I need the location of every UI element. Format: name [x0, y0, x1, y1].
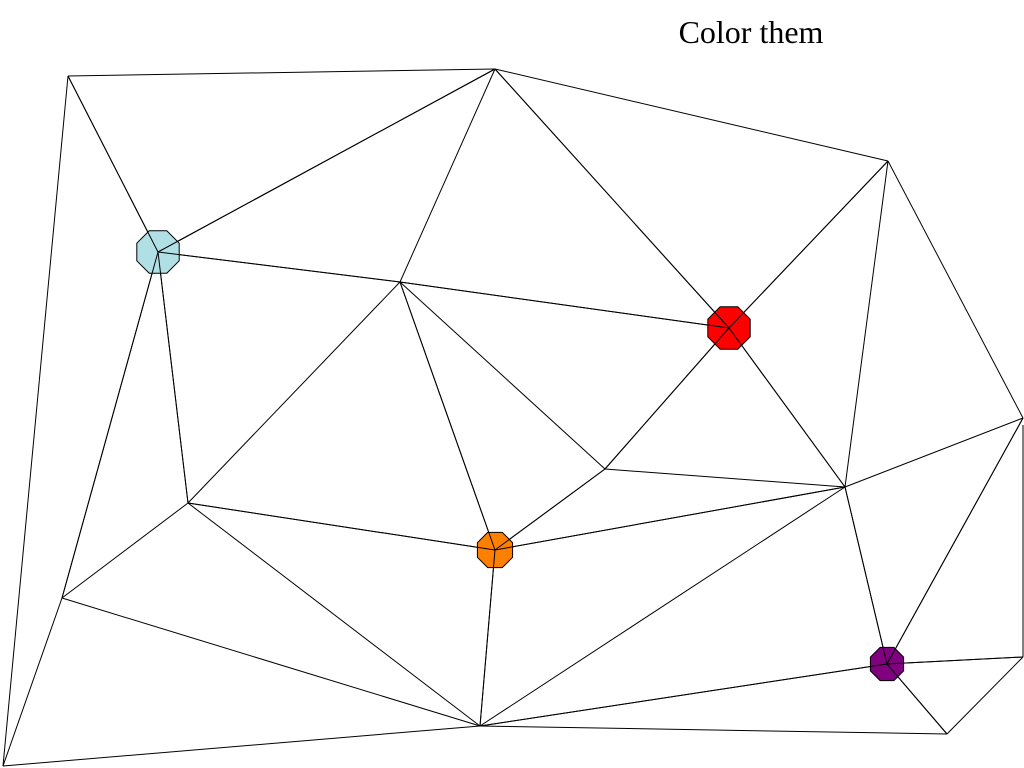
edge-overlay-H-K — [494, 468, 606, 551]
edge-N-O — [479, 725, 948, 735]
edge-L-N — [61, 597, 481, 727]
edge-overlay-K-N — [479, 549, 496, 727]
edge-J-N — [187, 502, 481, 727]
edge-overlay-F-I — [728, 327, 846, 488]
graph-vertices — [61, 68, 1024, 735]
edge-B-E — [399, 68, 496, 283]
edge-H-I — [604, 468, 846, 488]
edge-overlay-M-R — [886, 656, 1024, 665]
edge-J-L — [61, 502, 189, 599]
edge-A-B — [67, 68, 496, 77]
edge-B-C — [494, 68, 889, 162]
edge-Q-N — [2, 725, 481, 767]
edge-overlay-E-F — [399, 281, 730, 329]
edge-N-I — [479, 486, 846, 727]
slide-title: Color them — [678, 14, 824, 50]
edge-overlay-D-E — [157, 251, 401, 283]
edge-overlay-D-L — [61, 251, 159, 599]
edge-O-R — [946, 656, 1024, 735]
edge-L-Q — [2, 597, 63, 767]
edge-C-I — [844, 160, 889, 488]
edge-G-I — [844, 417, 1024, 488]
edge-overlay-I-M — [844, 486, 888, 665]
edge-overlay-N-M — [479, 663, 888, 727]
edge-overlay-D-J — [157, 251, 189, 504]
edge-overlay-M-O — [886, 663, 948, 735]
edge-overlay-D-B — [157, 68, 496, 253]
edge-overlay-A-D — [67, 75, 159, 253]
edge-overlay-G-M — [886, 417, 1024, 665]
edge-overlay-E-K — [399, 281, 496, 551]
edge-E-H — [399, 281, 606, 470]
edge-A-Q — [2, 75, 69, 767]
edge-overlay-K-I — [494, 486, 846, 551]
edge-E-J — [187, 281, 401, 504]
edge-overlay-C-F — [728, 160, 889, 329]
edge-overlay-F-H — [604, 327, 730, 470]
edge-overlay-B-F — [494, 68, 730, 329]
edge-overlay-J-K — [187, 502, 496, 551]
edge-C-G — [887, 160, 1024, 419]
